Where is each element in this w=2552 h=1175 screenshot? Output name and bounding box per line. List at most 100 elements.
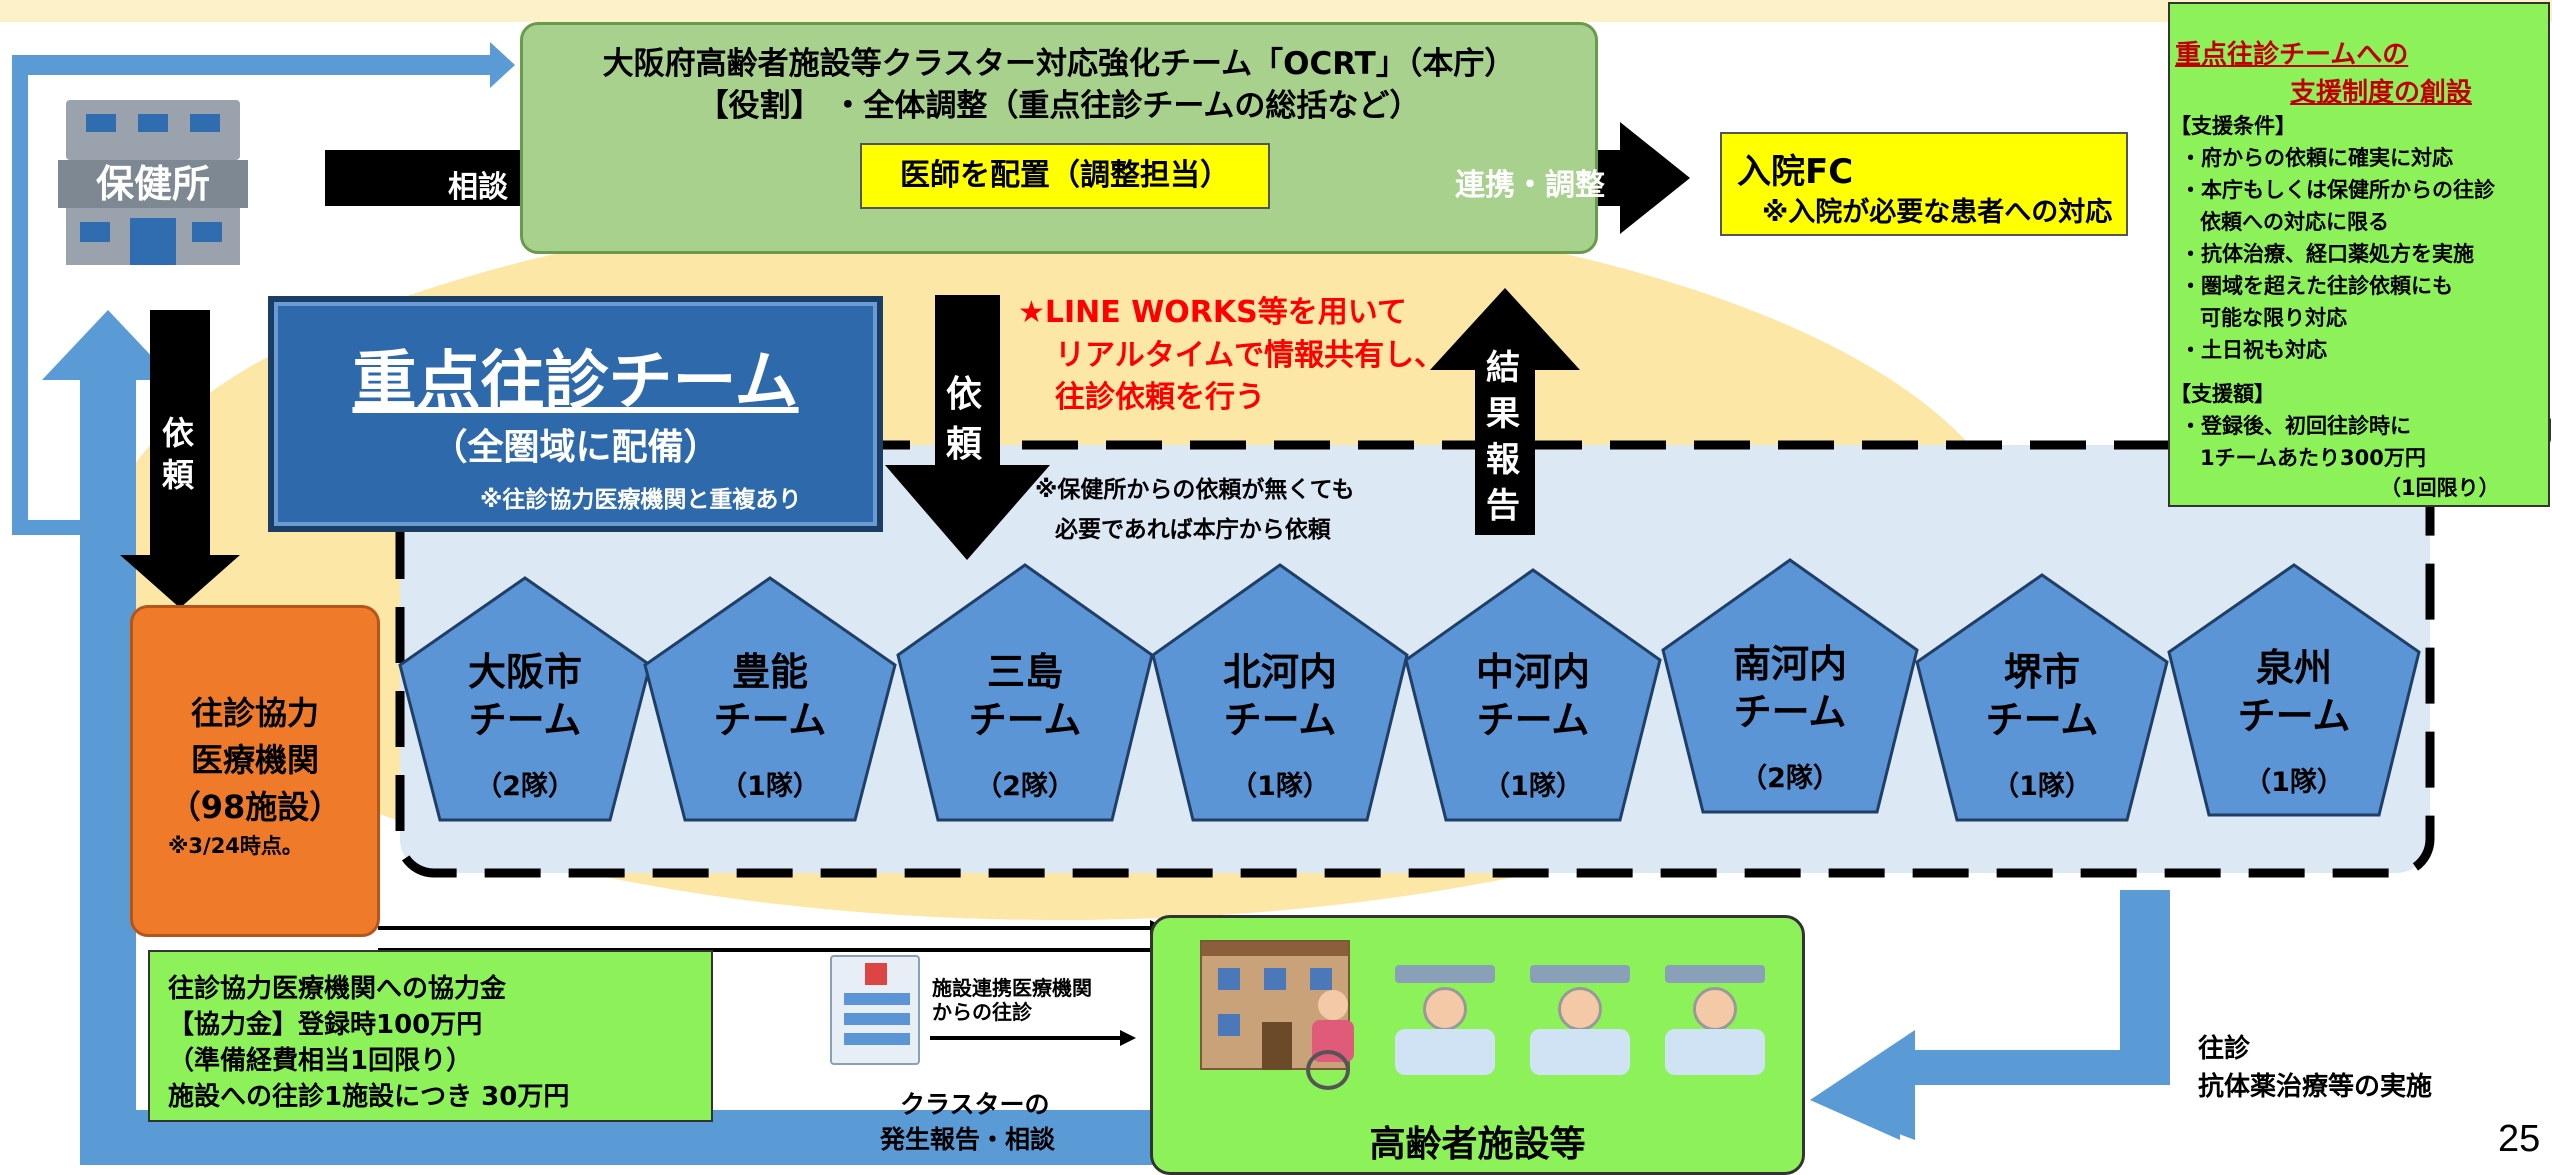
pentagon-mishima [896, 563, 1154, 822]
cooperating-note: ※3/24時点。 [168, 834, 303, 858]
support-amount-2: 1チームあたり300万円 [2200, 446, 2426, 470]
support-amount-1: ・登録後、初回往診時に [2180, 414, 2411, 438]
team-count: （2隊） [475, 771, 575, 802]
admission-fc-box [1720, 132, 2128, 236]
team-name-1: 豊能 [731, 650, 808, 694]
facility-visit-2: からの往診 [932, 1000, 1032, 1024]
team-count: （1隊） [720, 771, 820, 802]
patient-in-bed-icon [1655, 965, 1775, 1075]
arrow-request-center [885, 295, 1050, 560]
pentagon-osaka-city [398, 576, 652, 822]
fee-line3: （準備経費相当1回限り） [168, 1046, 473, 1076]
team-name-2: チーム [468, 698, 582, 742]
request-center-label-2: 頼 [946, 424, 983, 465]
pentagon-minamikawachi [1661, 558, 1919, 814]
pentagon-kitakawachi [1151, 563, 1409, 822]
team-minamikawachi: 南河内 チーム （2隊） [1690, 640, 1890, 795]
support-cond-5: ・土日祝も対応 [2180, 338, 2327, 362]
team-senshu: 泉州 チーム （1隊） [2194, 644, 2394, 799]
cooperating-line2: 医療機関 [190, 741, 319, 779]
team-name-1: 堺市 [2003, 650, 2080, 694]
support-cond-2a: ・本庁もしくは保健所からの往診 [2180, 178, 2495, 202]
support-cond-header: 【支援条件】 [2170, 114, 2296, 138]
team-name-2: チーム [1476, 698, 1590, 742]
admission-fc-title: 入院FC [1737, 152, 1854, 192]
support-title-1: 重点往診チームへの [2175, 40, 2409, 70]
hospital-icon [830, 955, 920, 1065]
pentagon-toyono [643, 576, 897, 822]
result-label-4: 告 [1486, 486, 1520, 526]
priority-team-note: ※往診協力医療機関と重複あり [480, 487, 802, 513]
team-osaka-city: 大阪市 チーム （2隊） [425, 648, 625, 803]
result-label-2: 果 [1486, 394, 1520, 434]
admission-fc-note: ※入院が必要な患者への対応 [1762, 197, 2113, 228]
team-toyono: 豊能 チーム （1隊） [670, 648, 870, 803]
support-system-note [2168, 2, 2550, 507]
coordinate-label: 連携・調整 [1455, 168, 1605, 203]
team-nakakawachi: 中河内 チーム （1隊） [1433, 648, 1633, 803]
fee-line1: 往診協力医療機関への協力金 [168, 974, 507, 1004]
team-name-2: チーム [1985, 698, 2099, 742]
cluster-report-2: 発生報告・相談 [880, 1125, 1056, 1154]
cluster-report-1: クラスターの [900, 1090, 1050, 1119]
team-name-2: チーム [713, 698, 827, 742]
consult-label: 相談 [448, 170, 508, 205]
request-center-label-1: 依 [946, 374, 983, 415]
team-count: （1隊） [1230, 771, 1330, 802]
priority-team-subtitle: （全圏域に配備） [431, 427, 720, 468]
team-name-1: 中河内 [1475, 650, 1590, 694]
linework-line2: リアルタイムで情報共有し、 [1055, 338, 1445, 373]
linework-line1: ★LINE WORKS等を用いて [1018, 295, 1407, 330]
team-name-2: チーム [968, 698, 1082, 742]
arrow-result-report [1430, 288, 1580, 535]
page-number: 25 [2498, 1118, 2541, 1160]
cooperating-line1: 往診協力 [190, 694, 319, 732]
ocrt-doctor: 医師を配置（調整担当） [860, 143, 1270, 209]
support-amount-header: 【支援額】 [2170, 382, 2275, 406]
home-visit-title: 往診 [2198, 1034, 2251, 1064]
health-center-label: 保健所 [58, 160, 248, 208]
team-count: （1隊） [1992, 771, 2092, 802]
top-band [0, 0, 2552, 22]
home-visit-detail: 抗体薬治療等の実施 [2198, 1072, 2433, 1102]
support-cond-3: ・抗体治療、経口薬処方を実施 [2180, 242, 2474, 266]
request-note-1: ※保健所からの依頼が無くても [1035, 477, 1355, 503]
team-count: （1隊） [1483, 771, 1583, 802]
patient-in-bed-icon [1385, 965, 1505, 1075]
support-cond-1: ・府からの依頼に確実に対応 [2180, 146, 2453, 170]
caregiver-wheelchair-icon [1300, 990, 1370, 1090]
request-left-label-2: 頼 [162, 456, 195, 494]
team-name-1: 南河内 [1732, 642, 1847, 686]
ocrt-box [520, 22, 1598, 254]
team-name-2: チーム [1733, 690, 1847, 734]
support-amount-3: （1回限り） [2380, 476, 2500, 500]
team-name-1: 三島 [986, 650, 1063, 694]
team-count: （2隊） [1740, 763, 1840, 794]
team-sakai: 堺市 チーム （1隊） [1942, 648, 2142, 803]
ocrt-title: 大阪府高齢者施設等クラスター対応強化チーム「OCRT」（本庁） [602, 46, 1516, 82]
fee-line2: 【協力金】登録時100万円 [168, 1010, 483, 1040]
support-title-2: 支援制度の創設 [2290, 78, 2473, 108]
fee-line4: 施設への往診1施設につき 30万円 [168, 1082, 570, 1112]
facility-visit-1: 施設連携医療機関 [932, 976, 1092, 1000]
team-count: （1隊） [2244, 767, 2344, 798]
priority-team-box [268, 296, 883, 532]
cooperating-line3: （98施設） [168, 788, 342, 826]
team-kitakawachi: 北河内 チーム （1隊） [1180, 648, 1380, 803]
arrow-request-left [120, 310, 240, 608]
elderly-facility-label: 高齢者施設等 [1369, 1124, 1586, 1165]
priority-team-title: 重点往診チーム [352, 345, 799, 419]
linework-line3: 往診依頼を行う [1055, 380, 1265, 415]
result-label-3: 報 [1486, 440, 1520, 480]
team-count: （2隊） [975, 771, 1075, 802]
request-note-2: 必要であれば本庁から依頼 [1055, 517, 1331, 543]
request-left-label-1: 依 [162, 414, 195, 452]
result-label-1: 結 [1486, 348, 1520, 388]
team-name-2: チーム [2237, 694, 2351, 738]
team-mishima: 三島 チーム （2隊） [925, 648, 1125, 803]
support-cond-4a: ・圏域を超えた往診依頼にも [2180, 274, 2453, 298]
pentagon-nakakawachi [1404, 568, 1662, 822]
team-name-2: チーム [1223, 698, 1337, 742]
pentagon-senshu [2167, 563, 2421, 817]
health-center-icon: 保健所 [58, 100, 248, 265]
